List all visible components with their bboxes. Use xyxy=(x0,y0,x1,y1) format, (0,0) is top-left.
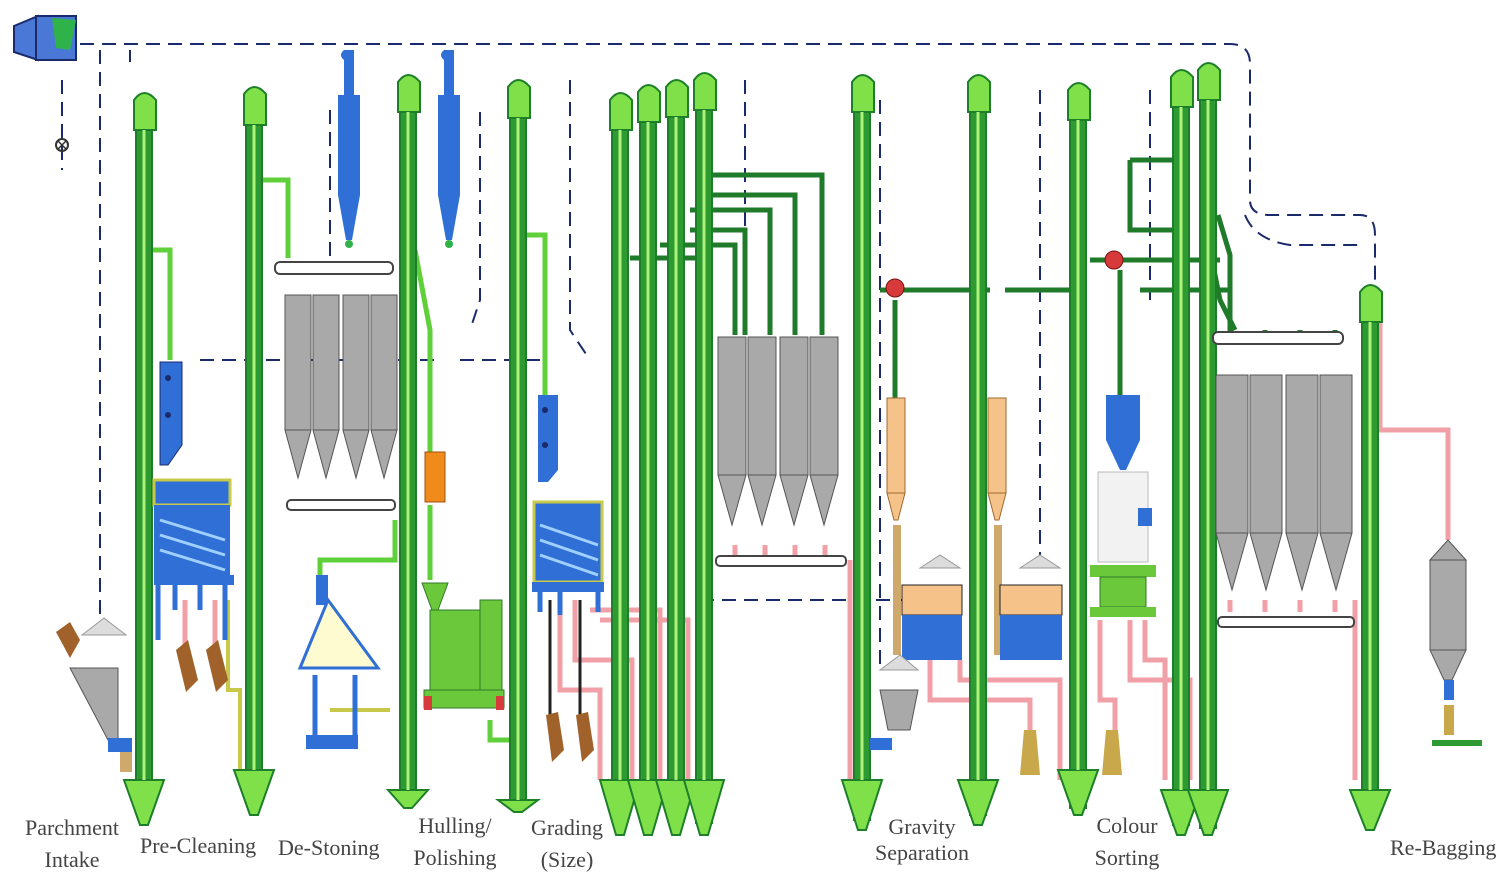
stage-label-hulling-polishing: Hulling/Polishing xyxy=(413,813,497,870)
stage-label-grading-size: Grading(Size) xyxy=(530,815,604,872)
elevator-boots xyxy=(122,769,1392,836)
finished-silo-bank xyxy=(1212,331,1355,628)
destoner xyxy=(297,575,381,749)
intake-pit xyxy=(56,617,132,772)
cyclone-1 xyxy=(338,50,360,248)
cyclone-2 xyxy=(438,50,460,248)
bagging-bin xyxy=(1428,539,1482,746)
gravity-separators xyxy=(870,250,1124,775)
aspiration-fan xyxy=(13,14,77,152)
feed-lines xyxy=(150,177,548,743)
raw-silo-bank xyxy=(274,261,398,511)
elevator-inner-stripes xyxy=(142,100,1372,800)
bypass-lines xyxy=(226,600,390,780)
stage-label-de-stoning: De-Stoning xyxy=(278,835,380,860)
diverter-valve-2 xyxy=(1104,250,1124,270)
graded-silo-bank xyxy=(715,336,847,567)
reject-lines xyxy=(182,320,1451,780)
size-grader xyxy=(532,395,604,762)
stage-label-re-bagging: Re-Bagging xyxy=(1390,835,1497,860)
colour-sorter xyxy=(1090,395,1156,775)
valve-icon xyxy=(55,138,69,152)
huller-polisher xyxy=(421,451,505,710)
diverter-valve-1 xyxy=(885,278,905,298)
elevator-heads xyxy=(133,62,1383,323)
pre-cleaner xyxy=(152,361,234,692)
stage-label-pre-cleaning: Pre-Cleaning xyxy=(140,833,257,858)
